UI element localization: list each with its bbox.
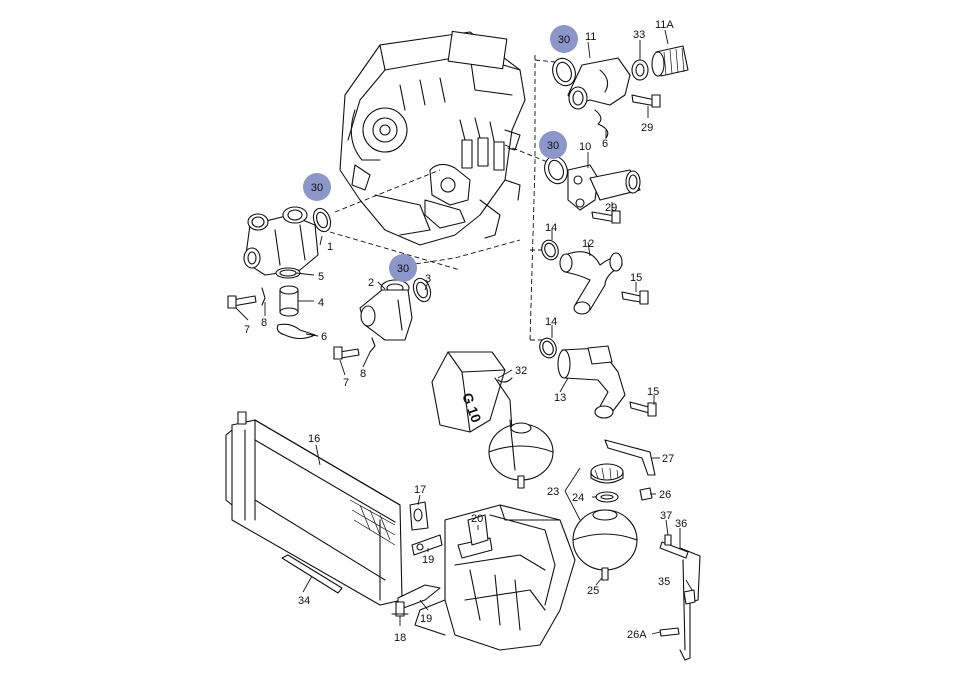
callout-17: 17 [414, 484, 426, 496]
highlight-marker [389, 254, 417, 282]
callout-10: 10 [579, 141, 591, 153]
callout-11a: 11A [655, 19, 674, 31]
callout-33: 33 [633, 29, 645, 41]
callout-18: 18 [394, 632, 406, 644]
callout-29: 29 [641, 122, 653, 134]
callout-7: 7 [343, 377, 349, 389]
callout-8: 8 [261, 317, 267, 329]
part-13-coolant-pipe [539, 337, 657, 419]
highlight-marker [539, 131, 567, 159]
callout-15: 15 [647, 386, 659, 398]
highlight-markers: 30 30 30 30 [303, 25, 578, 282]
part-32-expansion-tank [431, 351, 554, 489]
highlight-marker [550, 25, 578, 53]
callout-6: 6 [602, 138, 608, 150]
highlight-label: 30 [311, 182, 323, 194]
highlight-label: 30 [547, 140, 559, 152]
part-10-coolant-flange [544, 155, 641, 224]
callout-19: 19 [420, 613, 432, 625]
callout-3: 3 [425, 273, 431, 285]
part-27-bracket [604, 439, 656, 476]
callout-24: 24 [572, 492, 584, 504]
part-11-thermostat-housing [552, 45, 689, 139]
callout-7: 7 [244, 324, 250, 336]
callout-6: 6 [321, 331, 327, 343]
callout-19: 19 [422, 554, 434, 566]
leader-lines [235, 29, 693, 635]
callout-20: 20 [471, 513, 483, 525]
callout-36: 36 [675, 518, 687, 530]
callout-26: 26 [659, 489, 671, 501]
callout-5: 5 [318, 271, 324, 283]
callout-8: 8 [360, 368, 366, 380]
callout-37: 37 [660, 510, 672, 522]
callout-14: 14 [545, 222, 557, 234]
part-25-coolant-reservoir [572, 463, 653, 581]
callout-34: 34 [298, 595, 310, 607]
highlight-label: 30 [558, 34, 570, 46]
callout-14: 14 [545, 316, 557, 328]
body-frame [414, 504, 576, 651]
callout-13: 13 [554, 392, 566, 404]
highlight-marker [303, 173, 331, 201]
highlight-label: 30 [397, 263, 409, 275]
callout-1: 1 [327, 241, 333, 253]
callout-16: 16 [308, 433, 320, 445]
callout-12: 12 [582, 238, 594, 250]
callout-27: 27 [662, 453, 674, 465]
part-34-foam-strip [281, 554, 343, 594]
callout-32: 32 [515, 365, 527, 377]
callout-26a: 26A [627, 629, 647, 641]
part-1-coolant-distributor [227, 206, 332, 340]
callout-23: 23 [547, 486, 559, 498]
part-12-y-hose [541, 239, 649, 315]
callout-11: 11 [585, 31, 596, 43]
callout-25: 25 [587, 585, 599, 597]
callout-2: 2 [368, 277, 374, 289]
engine-block [339, 30, 526, 246]
part-35-reservoir-bracket [659, 534, 701, 661]
callout-35: 35 [658, 576, 670, 588]
callout-15: 15 [630, 272, 642, 284]
part-2-coolant-flange [333, 277, 432, 360]
callout-labels: 11 11A 33 29 6 10 29 14 12 15 14 13 15 1… [244, 19, 687, 644]
callout-4: 4 [318, 297, 324, 309]
callout-29: 29 [605, 202, 617, 214]
